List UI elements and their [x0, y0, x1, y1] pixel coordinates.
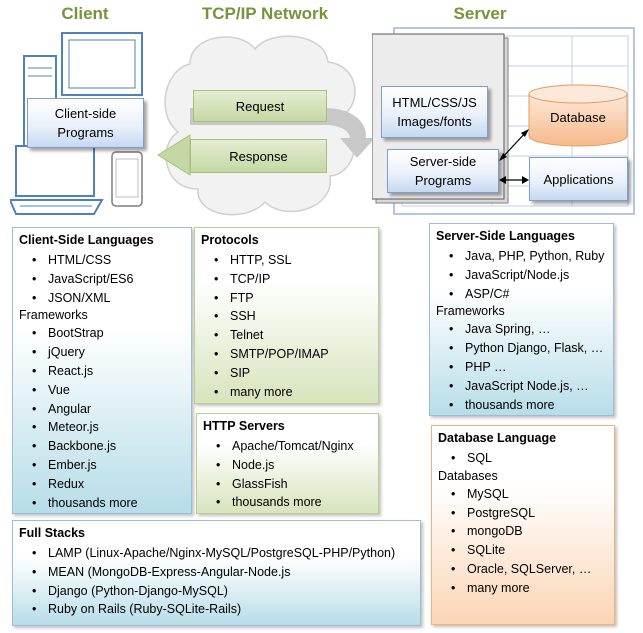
list-item: MEAN (MongoDB-Express-Angular-Node.js — [19, 563, 414, 582]
panel-title: HTTP Servers — [203, 419, 285, 433]
database-label: Database — [550, 110, 606, 125]
list-item: many more — [201, 383, 372, 402]
request-arrow: Request — [193, 90, 327, 122]
client-framework-list: BootStrap jQuery React.js Vue Angular Me… — [19, 324, 185, 512]
database-list: MySQL PostgreSQL mongoDB SQLite Oracle, … — [438, 485, 608, 598]
list-item: ASP/C# — [436, 285, 607, 304]
server-language-list: Java, PHP, Python, Ruby JavaScript/Node.… — [436, 247, 607, 303]
list-item: Vue — [19, 381, 185, 400]
panel-title: Full Stacks — [19, 526, 85, 540]
panel-title: Client-Side Languages — [19, 233, 154, 247]
list-item: Java, PHP, Python, Ruby — [436, 247, 607, 266]
list-item: mongoDB — [438, 522, 608, 541]
client-header: Client — [61, 4, 109, 23]
client-side-programs-box: Client-side Programs — [27, 98, 144, 148]
list-item: GlassFish — [203, 475, 372, 494]
databases-label: Databases — [438, 468, 498, 483]
list-item: React.js — [19, 362, 185, 381]
list-item: SIP — [201, 364, 372, 383]
server-side-programs-label: Server-side Programs — [409, 154, 477, 188]
html-css-js-box: HTML/CSS/JS Images/fonts — [381, 86, 488, 138]
client-side-languages-panel: Client-Side Languages HTML/CSS JavaScrip… — [12, 227, 192, 514]
server-side-languages-panel: Server-Side Languages Java, PHP, Python,… — [429, 223, 614, 416]
frameworks-label: Frameworks — [436, 304, 505, 319]
response-label: Response — [229, 148, 288, 164]
list-item: JavaScript Node.js, … — [436, 377, 607, 396]
list-item: thousands more — [203, 493, 372, 512]
list-item: JavaScript/Node.js — [436, 266, 607, 285]
database-cylinder-icon — [528, 84, 628, 147]
network-header: TCP/IP Network — [201, 4, 329, 23]
list-item: JSON/XML — [19, 289, 185, 308]
list-item: Java Spring, … — [436, 320, 607, 339]
list-item: HTTP, SSL — [201, 251, 372, 270]
list-item: thousands more — [436, 396, 607, 415]
applications-box: Applications — [529, 157, 628, 201]
list-item: Apache/Tomcat/Nginx — [203, 437, 372, 456]
list-item: PHP … — [436, 358, 607, 377]
list-item: Meteor.js — [19, 418, 185, 437]
client-side-programs-label: Client-side Programs — [54, 106, 117, 140]
server-side-programs-box: Server-side Programs — [387, 149, 499, 193]
panel-title: Server-Side Languages — [436, 229, 575, 243]
list-item: PostgreSQL — [438, 504, 608, 523]
list-item: SSH — [201, 307, 372, 326]
list-item: jQuery — [19, 343, 185, 362]
list-item: thousands more — [19, 494, 185, 513]
list-item: BootStrap — [19, 324, 185, 343]
request-label: Request — [235, 98, 285, 114]
list-item: MySQL — [438, 485, 608, 504]
list-item: Python Django, Flask, … — [436, 339, 607, 358]
client-language-list: HTML/CSS JavaScript/ES6 JSON/XML — [19, 251, 185, 307]
list-item: Ruby on Rails (Ruby-SQLite-Rails) — [19, 600, 414, 619]
list-item: SMTP/POP/IMAP — [201, 345, 372, 364]
list-item: SQL — [438, 449, 608, 468]
server-framework-list: Java Spring, … Python Django, Flask, … P… — [436, 320, 607, 414]
http-server-list: Apache/Tomcat/Nginx Node.js GlassFish th… — [203, 437, 372, 512]
full-stacks-panel: Full Stacks LAMP (Linux-Apache/Nginx-MyS… — [12, 520, 421, 626]
list-item: Redux — [19, 475, 185, 494]
panel-title: Protocols — [201, 233, 259, 247]
list-item: LAMP (Linux-Apache/Nginx-MySQL/PostgreSQ… — [19, 544, 414, 563]
database-language-panel: Database Language SQL Databases MySQL Po… — [431, 425, 615, 625]
server-connector-arrows — [499, 129, 529, 184]
full-stack-list: LAMP (Linux-Apache/Nginx-MySQL/PostgreSQ… — [19, 544, 414, 619]
list-item: Telnet — [201, 326, 372, 345]
list-item: Oracle, SQLServer, … — [438, 560, 608, 579]
list-item: Django (Python-Django-MySQL) — [19, 582, 414, 601]
db-language-list: SQL — [438, 449, 608, 468]
protocols-panel: Protocols HTTP, SSL TCP/IP FTP SSH Telne… — [194, 227, 379, 404]
list-item: Ember.js — [19, 456, 185, 475]
list-item: FTP — [201, 289, 372, 308]
http-servers-panel: HTTP Servers Apache/Tomcat/Nginx Node.js… — [196, 413, 379, 514]
list-item: Node.js — [203, 456, 372, 475]
list-item: TCP/IP — [201, 270, 372, 289]
list-item: JavaScript/ES6 — [19, 270, 185, 289]
response-arrow: Response — [190, 139, 327, 173]
list-item: SQLite — [438, 541, 608, 560]
panel-title: Database Language — [438, 431, 557, 445]
applications-label: Applications — [543, 171, 614, 187]
list-item: Angular — [19, 400, 185, 419]
protocol-list: HTTP, SSL TCP/IP FTP SSH Telnet SMTP/POP… — [201, 251, 372, 401]
list-item: many more — [438, 579, 608, 598]
frameworks-label: Frameworks — [19, 308, 88, 323]
list-item: Backbone.js — [19, 437, 185, 456]
html-css-js-label: HTML/CSS/JS Images/fonts — [392, 95, 477, 129]
list-item: HTML/CSS — [19, 251, 185, 270]
server-header: Server — [453, 4, 507, 23]
